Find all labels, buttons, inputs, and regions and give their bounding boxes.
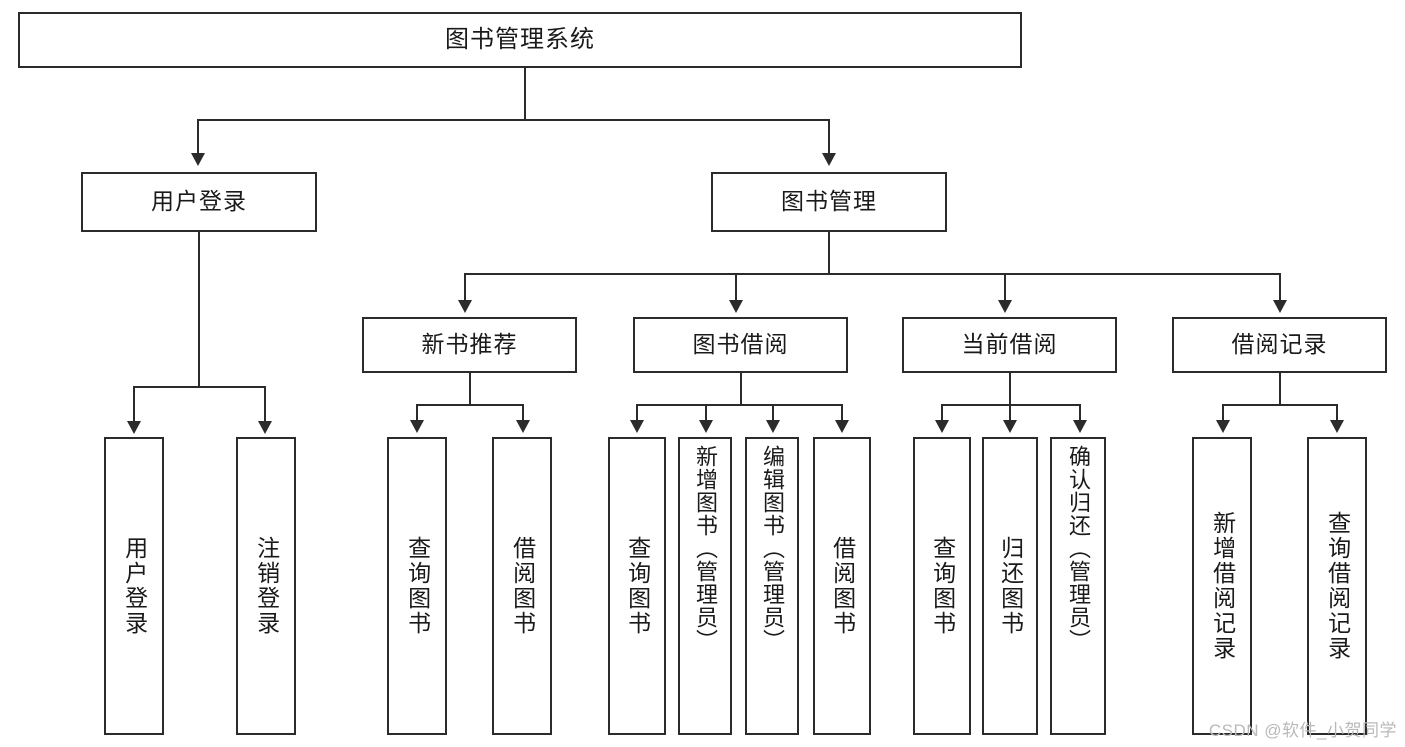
node-book-borrow[interactable]: 图书借阅 — [633, 317, 848, 373]
connector-bookmanage-bus — [464, 273, 1281, 275]
connector-root-drop-right — [828, 119, 830, 155]
arrow-to-leaf-return-book — [1003, 420, 1017, 433]
node-label: 用户登录 — [151, 188, 247, 215]
connector-bookmanage-drop-1 — [464, 273, 466, 302]
leaf-query-book-current[interactable]: 查询图书 — [913, 437, 971, 735]
leaf-logout[interactable]: 注销登录 — [236, 437, 296, 735]
connector-root-bus — [197, 119, 829, 121]
leaf-label: 确认归还（管理员） — [1065, 445, 1091, 652]
leaf-user-login[interactable]: 用户登录 — [104, 437, 164, 735]
leaf-confirm-return[interactable]: 确认归还（管理员） — [1050, 437, 1106, 735]
connector-bookmanage-stem — [828, 232, 830, 274]
leaf-label: 归还图书 — [997, 536, 1024, 636]
arrow-to-leaf-add-record — [1216, 420, 1230, 433]
leaf-label: 用户登录 — [121, 536, 148, 636]
watermark-text: CSDN @软件_小贺同学 — [1208, 721, 1397, 740]
leaf-label: 编辑图书（管理员） — [759, 445, 785, 652]
arrow-to-leaf-query-record — [1330, 420, 1344, 433]
connector-newbook-stem — [469, 373, 471, 405]
connector-currentborrow-stem — [1009, 373, 1011, 405]
leaf-label: 查询图书 — [929, 536, 956, 636]
node-label: 借阅记录 — [1231, 331, 1328, 358]
connector-bookborrow-drop-1 — [636, 404, 638, 422]
connector-borrowrecord-drop-1 — [1222, 404, 1224, 422]
connector-bookmanage-drop-2 — [735, 273, 737, 302]
node-book-management[interactable]: 图书管理 — [711, 172, 947, 232]
leaf-query-book-recommend[interactable]: 查询图书 — [387, 437, 447, 735]
connector-userlogin-drop-2 — [264, 386, 266, 423]
connector-userlogin-drop-1 — [133, 386, 135, 423]
node-label: 图书管理系统 — [445, 25, 595, 53]
node-current-borrow[interactable]: 当前借阅 — [902, 317, 1117, 373]
leaf-borrow-book-recommend[interactable]: 借阅图书 — [492, 437, 552, 735]
leaf-label: 新增图书（管理员） — [692, 445, 718, 652]
connector-bookborrow-stem — [740, 373, 742, 405]
arrow-to-leaf-query-book-2 — [630, 420, 644, 433]
connector-bookmanage-drop-3 — [1004, 273, 1006, 302]
leaf-query-book-borrow[interactable]: 查询图书 — [608, 437, 666, 735]
arrow-to-book-manage — [822, 153, 836, 166]
leaf-edit-book[interactable]: 编辑图书（管理员） — [745, 437, 799, 735]
arrow-to-leaf-borrow-book-2 — [835, 420, 849, 433]
arrow-to-leaf-borrow-book-1 — [516, 420, 530, 433]
arrow-to-leaf-add-book — [699, 420, 713, 433]
leaf-label: 查询借阅记录 — [1324, 511, 1351, 661]
node-user-login[interactable]: 用户登录 — [81, 172, 317, 232]
arrow-to-book-borrow — [729, 300, 743, 313]
leaf-label: 查询图书 — [624, 536, 651, 636]
connector-userlogin-stem — [198, 232, 200, 387]
leaf-label: 查询图书 — [404, 536, 431, 636]
connector-root-stem — [524, 68, 526, 120]
arrow-to-current-borrow — [998, 300, 1012, 313]
arrow-to-leaf-logout — [258, 421, 272, 434]
connector-bookborrow-drop-3 — [772, 404, 774, 422]
leaf-query-borrow-record[interactable]: 查询借阅记录 — [1307, 437, 1367, 735]
connector-newbook-drop-1 — [416, 404, 418, 422]
connector-newbook-bus — [416, 404, 523, 406]
leaf-label: 注销登录 — [253, 536, 280, 636]
node-root-system[interactable]: 图书管理系统 — [18, 12, 1022, 68]
leaf-add-borrow-record[interactable]: 新增借阅记录 — [1192, 437, 1252, 735]
connector-bookborrow-drop-2 — [705, 404, 707, 422]
node-label: 新书推荐 — [421, 331, 518, 358]
connector-root-drop-left — [197, 119, 199, 155]
connector-borrowrecord-drop-2 — [1336, 404, 1338, 422]
node-borrow-record[interactable]: 借阅记录 — [1172, 317, 1387, 373]
arrow-to-user-login — [191, 153, 205, 166]
connector-borrowrecord-stem — [1279, 373, 1281, 405]
node-label: 图书管理 — [781, 188, 877, 215]
connector-bookmanage-drop-4 — [1279, 273, 1281, 302]
arrow-to-borrow-record — [1273, 300, 1287, 313]
connector-currentborrow-drop-3 — [1079, 404, 1081, 422]
node-new-book-recommend[interactable]: 新书推荐 — [362, 317, 577, 373]
connector-borrowrecord-bus — [1222, 404, 1337, 406]
leaf-label: 新增借阅记录 — [1209, 511, 1236, 661]
connector-bookborrow-bus — [636, 404, 842, 406]
leaf-label: 借阅图书 — [509, 536, 536, 636]
leaf-label: 借阅图书 — [829, 536, 856, 636]
arrow-to-leaf-query-book-1 — [410, 420, 424, 433]
node-label: 图书借阅 — [692, 331, 789, 358]
arrow-to-leaf-user-login — [127, 421, 141, 434]
node-label: 当前借阅 — [961, 331, 1058, 358]
arrow-to-new-book-recommend — [458, 300, 472, 313]
connector-userlogin-bus — [133, 386, 266, 388]
connector-bookborrow-drop-4 — [841, 404, 843, 422]
leaf-add-book[interactable]: 新增图书（管理员） — [678, 437, 732, 735]
arrow-to-leaf-query-book-3 — [935, 420, 949, 433]
connector-currentborrow-drop-2 — [1009, 404, 1011, 422]
connector-currentborrow-drop-1 — [941, 404, 943, 422]
leaf-return-book[interactable]: 归还图书 — [982, 437, 1038, 735]
connector-newbook-drop-2 — [522, 404, 524, 422]
leaf-borrow-book[interactable]: 借阅图书 — [813, 437, 871, 735]
arrow-to-leaf-confirm-return — [1073, 420, 1087, 433]
arrow-to-leaf-edit-book — [766, 420, 780, 433]
